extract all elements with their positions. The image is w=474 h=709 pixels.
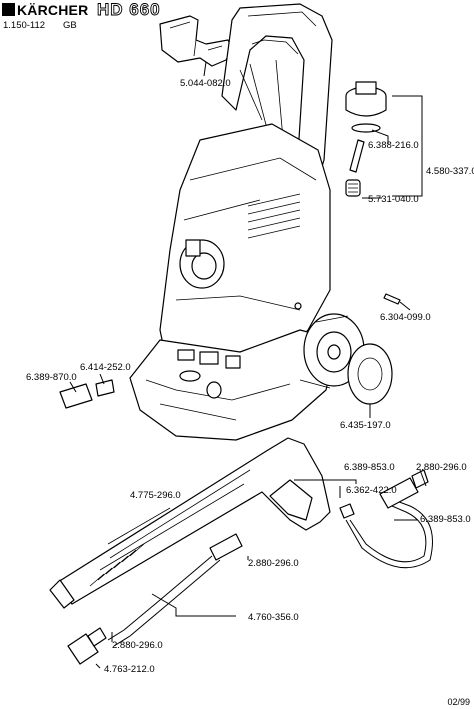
- part-label: 6.435-197.0: [340, 420, 391, 431]
- leader-lines: [69, 61, 427, 669]
- part-label: 5.044-082.0: [180, 78, 231, 89]
- language-code: GB: [63, 20, 77, 31]
- part-label: 4.580-337.0: [426, 166, 474, 177]
- part-label: 2.880-296.0: [416, 462, 467, 473]
- spray-gun-assembly: [49, 437, 433, 665]
- part-label: 6.389-853.0: [344, 462, 395, 473]
- document-number: 1.150-112: [3, 20, 46, 31]
- part-label: 2.880-296.0: [112, 640, 163, 651]
- part-label: 2.880-296.0: [248, 558, 299, 569]
- part-label: 5.731-040.0: [368, 194, 419, 205]
- part-label: 6.414-252.0: [80, 362, 131, 373]
- part-label: 6.389-870.0: [26, 372, 77, 383]
- kaercher-logo-icon: [2, 3, 15, 16]
- part-label: 4.760-356.0: [248, 612, 299, 623]
- hose-holder-bracket: [159, 15, 233, 67]
- part-number-labels: 5.044-082.0 6.388-216.0 4.580-337.0 5.73…: [26, 78, 474, 675]
- part-label: 6.362-422.0: [346, 485, 397, 496]
- part-label: 6.304-099.0: [380, 312, 431, 323]
- model-name: HD 660: [97, 0, 161, 19]
- part-label: 6.388-216.0: [368, 140, 419, 151]
- brand-name: KÄRCHER: [17, 2, 89, 18]
- pressure-washer-body: [59, 3, 401, 441]
- date-code: 02/99: [447, 697, 470, 707]
- part-label: 6.389-853.0: [420, 514, 471, 525]
- part-label: 4.775-296.0: [130, 490, 181, 501]
- part-label: 4.763-212.0: [104, 664, 155, 675]
